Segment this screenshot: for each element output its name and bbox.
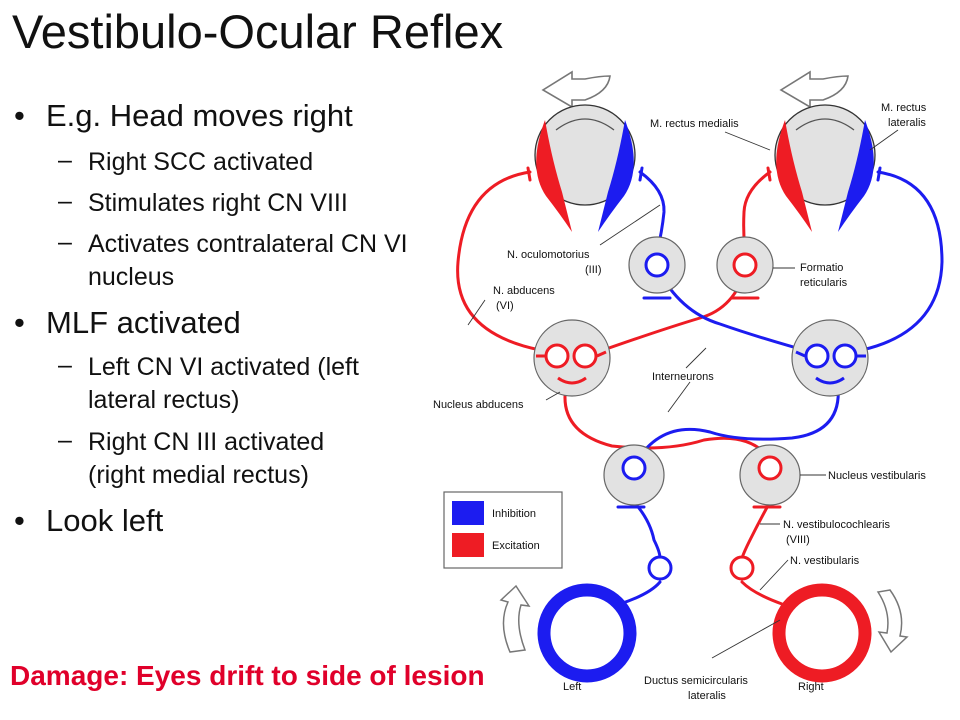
sub-bullet-dash: – — [58, 187, 72, 215]
right-vestibular-nucleus — [739, 444, 801, 506]
right-eye — [774, 104, 876, 206]
bullet-dot: • — [14, 98, 25, 133]
bullet-dot: • — [14, 305, 25, 340]
synapse-bar — [876, 166, 882, 182]
right-medial-rectus-muscle — [776, 120, 812, 232]
right-vestibular-nerve — [740, 500, 772, 560]
label-m-rectus-lateralis: lateralis — [888, 117, 926, 129]
head-rotation-arrow-left — [541, 70, 611, 109]
right-lateral-rectus-muscle — [838, 120, 874, 232]
endolymph-arrow-right — [876, 589, 909, 654]
legend-excitation-label: Excitation — [492, 540, 540, 552]
left-lateral-rectus-muscle — [536, 120, 572, 232]
right-vestibular-ganglion — [729, 555, 755, 581]
label-ductus-semicircularis: Ductus semicircularis — [644, 675, 748, 687]
synapse-bar — [766, 166, 772, 182]
label-left: Left — [563, 681, 581, 693]
left-abducens-nerve — [456, 170, 542, 352]
left-vestibular-nucleus — [603, 444, 665, 506]
label-formatio-reticularis: Formatio — [800, 262, 843, 274]
label-m-rectus-medialis: M. rectus medialis — [650, 118, 739, 130]
right-oculomotor-nucleus — [716, 236, 774, 294]
left-vestibular-nerve — [632, 500, 662, 560]
label-right: Right — [798, 681, 824, 693]
label-m-rectus-lateralis: M. rectus — [881, 102, 927, 114]
sub-bullet-text: Activates contralateral CN VI nucleus — [88, 230, 408, 291]
sub-bullet-dash: – — [58, 426, 72, 454]
leader-line — [711, 619, 781, 659]
label-nucleus-vestibularis: Nucleus vestibularis — [828, 470, 926, 482]
label-ductus-semicircularis: lateralis — [688, 690, 726, 702]
head-rotation-arrow-right — [779, 70, 849, 109]
leader-line — [724, 131, 771, 151]
label-n-vestibulocochlearis: N. vestibulocochlearis — [783, 519, 890, 531]
left-semicircular-canal — [537, 583, 637, 683]
leader-line — [545, 391, 561, 401]
label-n-abducens: (VI) — [496, 300, 514, 312]
right-ampulla-nerve — [740, 580, 784, 606]
right-abducens-nerve — [860, 170, 944, 352]
bullet-text: Look left — [46, 503, 164, 538]
left-abducens-nucleus — [533, 319, 611, 397]
label-n-oculomotorius: (III) — [585, 264, 602, 276]
legend-inhibition-label: Inhibition — [492, 508, 536, 520]
slide-title: Vestibulo-Ocular Reflex — [12, 5, 504, 58]
label-nucleus-abducens: Nucleus abducens — [433, 399, 524, 411]
right-abducens-nucleus — [791, 319, 869, 397]
legend-inhibition-swatch — [452, 501, 484, 525]
label-n-vestibulocochlearis: (VIII) — [786, 534, 810, 546]
sub-bullet-text: Right CN III activated (right medial rec… — [88, 428, 325, 489]
vor-diagram: M. rectus medialis M. rectus lateralis N… — [433, 70, 944, 702]
bullet-dot: • — [14, 503, 25, 538]
synapse-bar — [526, 166, 532, 182]
sub-bullet-text: Right SCC activated — [88, 148, 314, 176]
sub-bullet-dash: – — [58, 351, 72, 379]
label-n-vestibularis: N. vestibularis — [790, 555, 860, 567]
synapse-bar — [638, 166, 644, 182]
bullet-text: MLF activated — [46, 305, 241, 340]
legend-excitation-swatch — [452, 533, 484, 557]
left-medial-rectus-muscle — [598, 120, 634, 232]
endolymph-arrow-left — [499, 584, 531, 653]
left-vestibular-interneuron — [563, 384, 772, 462]
damage-note: Damage: Eyes drift to side of lesion — [10, 660, 485, 691]
label-n-oculomotorius: N. oculomotorius — [507, 249, 590, 261]
left-eye — [534, 104, 636, 206]
leader-line — [599, 204, 661, 246]
leader-line — [667, 381, 691, 413]
leader-line — [759, 559, 789, 591]
leader-line — [869, 129, 899, 151]
leader-line — [467, 299, 486, 326]
label-interneurons: Interneurons — [652, 371, 714, 383]
label-formatio-reticularis: reticularis — [800, 277, 848, 289]
sub-bullet-text: Stimulates right CN VIII — [88, 189, 348, 217]
sub-bullet-dash: – — [58, 146, 72, 174]
mlf-left-pathway — [655, 266, 820, 356]
left-ampulla-nerve — [618, 580, 662, 606]
leader-line — [685, 347, 707, 369]
right-vestibular-interneuron — [634, 384, 840, 464]
left-oculomotor-nucleus — [628, 236, 686, 294]
sub-bullet-dash: – — [58, 228, 72, 256]
left-vestibular-ganglion — [647, 555, 673, 581]
sub-bullet-text: Left CN VI activated (left lateral rectu… — [88, 353, 359, 414]
legend: Inhibition Excitation — [443, 491, 563, 569]
label-n-abducens: N. abducens — [493, 285, 555, 297]
bullet-text: E.g. Head moves right — [46, 98, 353, 133]
right-semicircular-canal — [772, 583, 872, 683]
